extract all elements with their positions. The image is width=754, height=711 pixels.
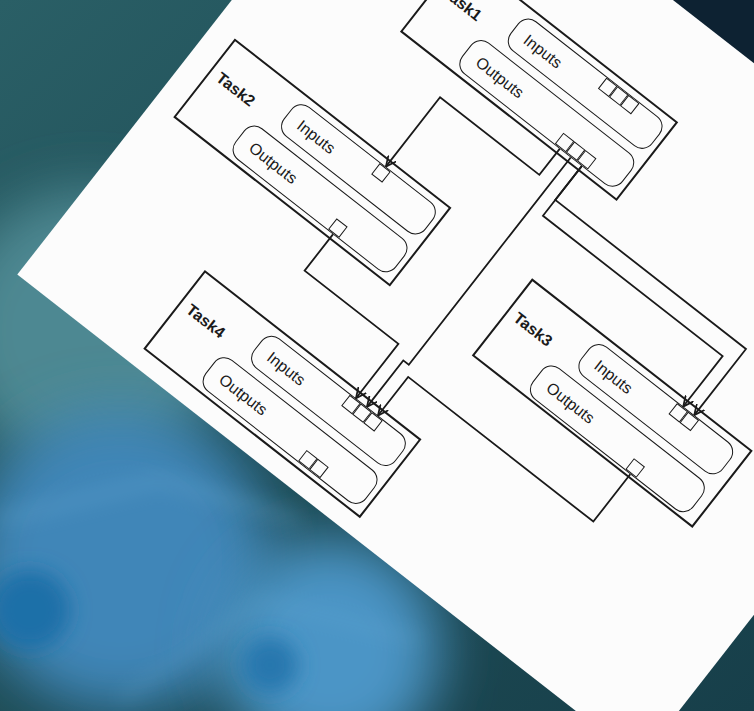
port-label: Inputs [520, 30, 566, 72]
connector-arrow [504, 166, 754, 406]
inputs-box: Inputs [503, 13, 668, 154]
connector-arrow [378, 330, 630, 561]
connector-arrow [386, 71, 560, 244]
port-square [625, 458, 645, 478]
port-label: Outputs [543, 378, 599, 427]
port-label: Inputs [293, 116, 339, 158]
inputs-box: Inputs [573, 339, 738, 480]
port-label: Outputs [216, 370, 272, 419]
port-label: Inputs [264, 347, 310, 389]
connector-arrow [504, 166, 754, 415]
inputs-box: Inputs [246, 331, 411, 472]
task-title: Task4 [183, 300, 230, 342]
task-title: Task1 [439, 0, 486, 25]
port-square [371, 163, 391, 183]
task-box: Task2InputsOutputs [173, 38, 451, 286]
connector-arrow [367, 153, 571, 411]
port-square [328, 218, 348, 238]
task-title: Task3 [510, 308, 557, 350]
port-label: Outputs [246, 138, 302, 187]
task-box: Task3InputsOutputs [472, 278, 753, 528]
task-box: Task1InputsOutputs [400, 0, 678, 201]
task-title: Task2 [213, 68, 260, 110]
connector-arrow [262, 234, 427, 398]
inputs-box: Inputs [276, 99, 441, 240]
port-label: Outputs [472, 52, 528, 101]
port-label: Inputs [591, 356, 637, 398]
